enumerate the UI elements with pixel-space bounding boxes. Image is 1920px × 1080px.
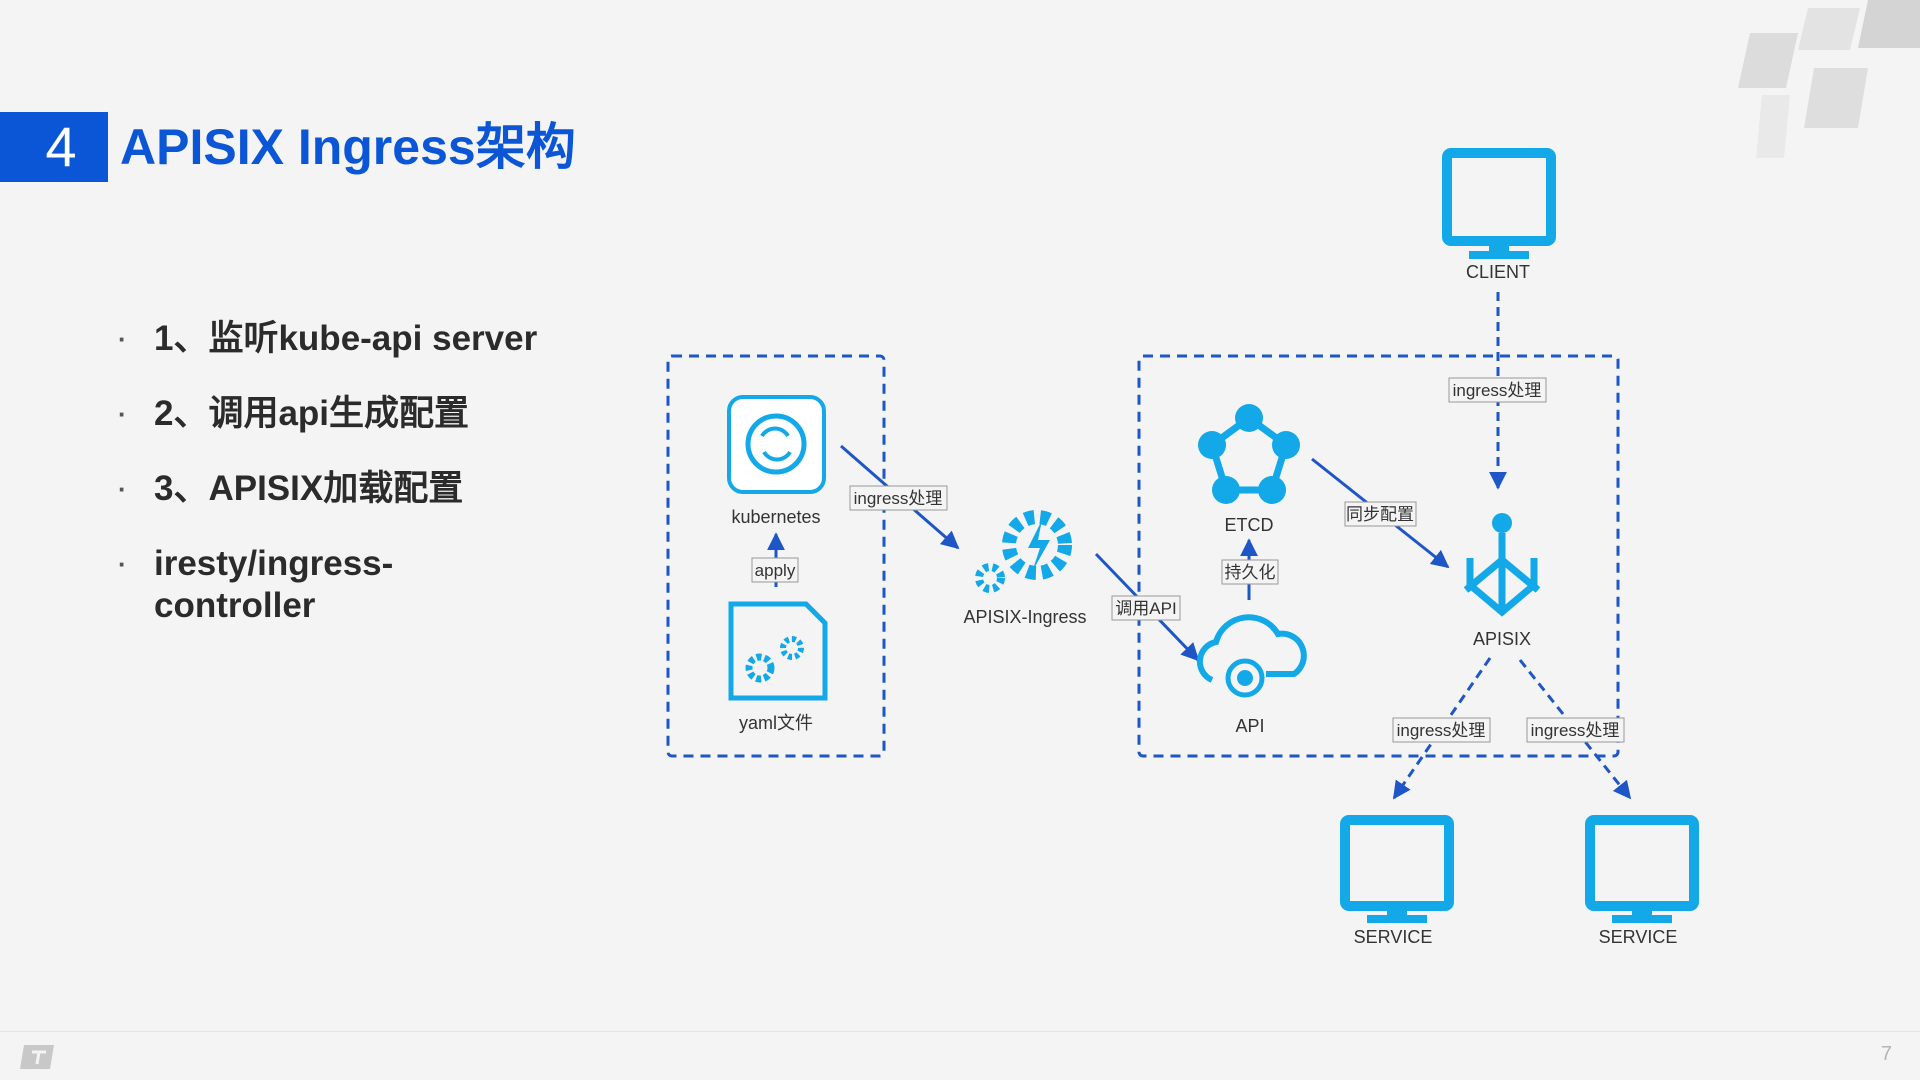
client-to-apisix-label: ingress处理 (1453, 381, 1542, 400)
yaml-file-icon (728, 601, 828, 701)
persist-label: 持久化 (1225, 563, 1276, 582)
page-number: 7 (1880, 1043, 1892, 1065)
apply-label: apply (755, 561, 796, 580)
etcd-label: ETCD (1225, 515, 1274, 535)
api-cloud-icon (1196, 614, 1307, 698)
api-label: API (1235, 716, 1264, 736)
service-monitor-icon (1585, 815, 1699, 923)
bullet-item: ·3、APISIX加载配置 (118, 469, 464, 508)
client-monitor-icon (1442, 148, 1556, 259)
apisix-group-box (1137, 354, 1620, 758)
sync-label: 同步配置 (1346, 505, 1414, 524)
service2-label: SERVICE (1599, 927, 1678, 947)
client-label: CLIENT (1466, 262, 1530, 282)
bullet-text: 1、监听kube-api server (154, 319, 538, 358)
section-number: 4 (0, 112, 108, 182)
bullet-item: ·iresty/ingress-controller (118, 544, 394, 625)
bullet-item: ·2、调用api生成配置 (118, 394, 470, 433)
service-monitor-icon (1340, 815, 1454, 923)
yaml-label: yaml文件 (739, 713, 813, 733)
k8s-group-box (666, 354, 886, 758)
kubernetes-icon (727, 395, 826, 494)
apisix-label: APISIX (1473, 629, 1531, 649)
slide-title: APISIX Ingress架构 (120, 119, 576, 175)
apisix-to-service1-label: ingress处理 (1397, 721, 1486, 740)
kubernetes-label: kubernetes (731, 507, 820, 527)
service1-label: SERVICE (1354, 927, 1433, 947)
apisix-ingress-icon (975, 510, 1072, 593)
ingress-to-api-label: 调用API (1115, 599, 1176, 618)
bullet-text: iresty/ingress-controller (154, 544, 394, 625)
apisix-to-service2-label: ingress处理 (1531, 721, 1620, 740)
bullet-text: 3、APISIX加载配置 (154, 469, 464, 508)
apisix-ingress-label: APISIX-Ingress (963, 607, 1086, 627)
bullet-text: 2、调用api生成配置 (154, 394, 470, 433)
footer-logo-icon (20, 1045, 54, 1069)
bullet-item: ·1、监听kube-api server (118, 319, 538, 358)
footer-divider (0, 1031, 1920, 1032)
bullet-list: ·1、监听kube-api server ·2、调用api生成配置 ·3、API… (118, 318, 598, 660)
k8s-to-ingress-label: ingress处理 (854, 489, 943, 508)
apisix-to-service1-arrow (1392, 657, 1492, 800)
etcd-icon (1198, 404, 1300, 504)
apisix-icon (1463, 513, 1541, 617)
